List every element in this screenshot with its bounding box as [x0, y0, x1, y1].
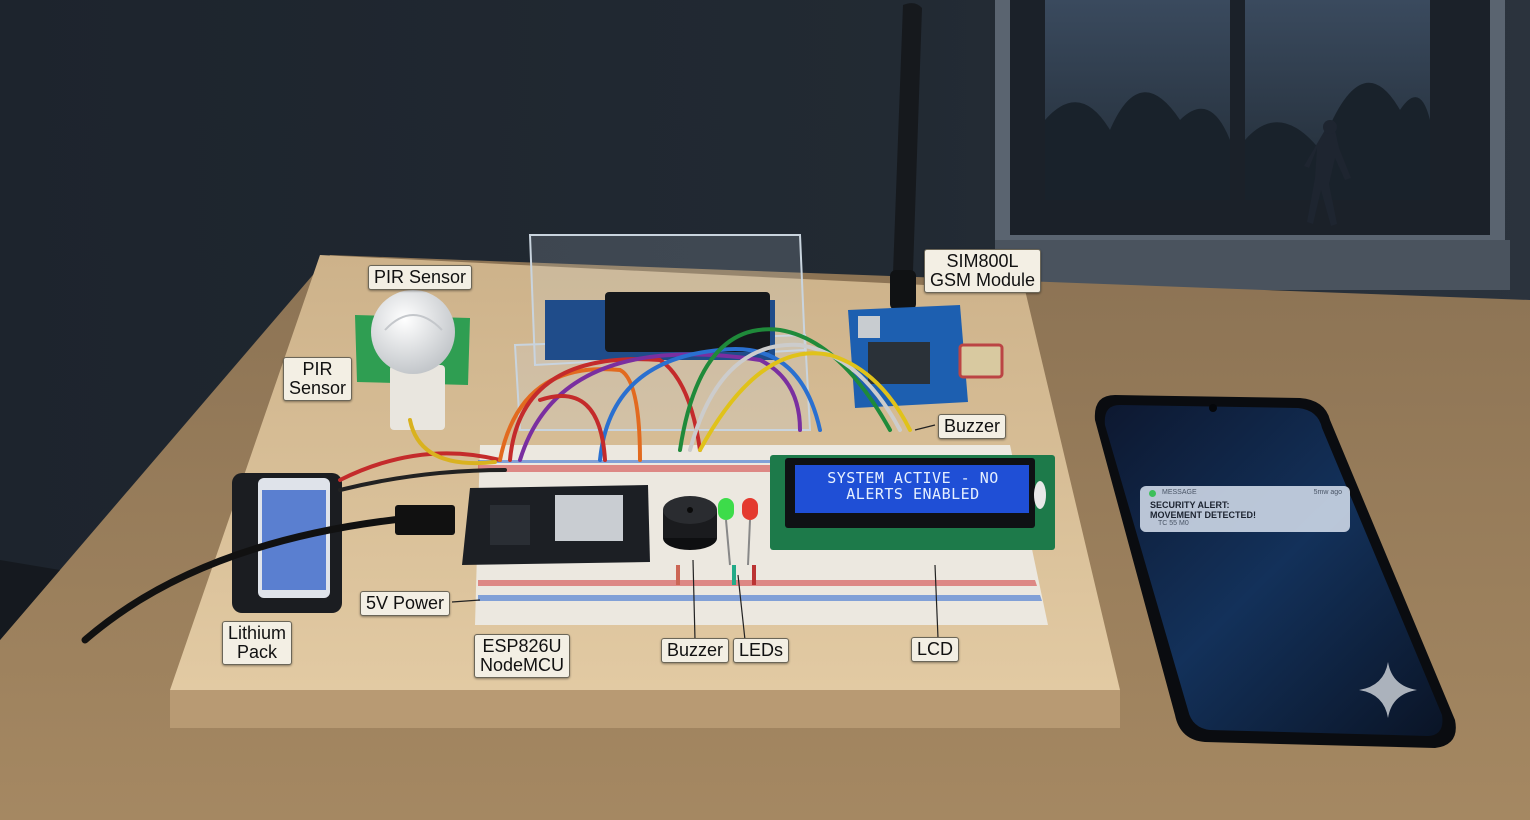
notification-app: MESSAGE — [1162, 489, 1197, 496]
label-buzzer-top: Buzzer — [938, 414, 1007, 439]
label-pir-sensor-top: PIR Sensor — [368, 265, 473, 290]
nodemcu-board — [395, 485, 650, 565]
label-5v-power: 5V Power — [360, 591, 451, 616]
notification-sub: TC 55 M0 — [1158, 520, 1189, 527]
leader-lines — [451, 424, 939, 641]
sparkle-icon — [1359, 662, 1417, 718]
window — [995, 0, 1510, 290]
label-buzzer-bottom: Buzzer — [661, 638, 730, 663]
pir-sensor — [355, 290, 470, 430]
wires — [81, 327, 912, 644]
lcd-module — [770, 455, 1055, 550]
notification-dot — [1149, 490, 1156, 497]
acrylic-case — [513, 234, 812, 431]
lcd-line-2: ALERTS ENABLED — [846, 485, 980, 503]
leds — [676, 498, 758, 585]
label-gsm-module: SIM800L GSM Module — [924, 249, 1042, 293]
label-leds: LEDs — [733, 638, 790, 663]
notification-title: SECURITY ALERT: MOVEMENT DETECTED! — [1150, 500, 1257, 520]
antenna — [890, 3, 922, 310]
label-esp-nodemcu: ESP826U NodeMCU — [474, 634, 571, 678]
phone-notification: MESSAGE 5mw ago SECURITY ALERT: MOVEMENT… — [1140, 486, 1350, 532]
buzzer — [663, 496, 717, 550]
lcd-display-text: SYSTEM ACTIVE - NO ALERTS ENABLED — [800, 470, 1026, 506]
label-pir-sensor-side: PIR Sensor — [283, 357, 353, 401]
label-lcd: LCD — [911, 637, 960, 662]
lcd-line-1: SYSTEM ACTIVE - NO — [827, 469, 999, 487]
notification-time: 5mw ago — [1313, 489, 1342, 496]
label-lithium-pack: Lithium Pack — [222, 621, 293, 665]
